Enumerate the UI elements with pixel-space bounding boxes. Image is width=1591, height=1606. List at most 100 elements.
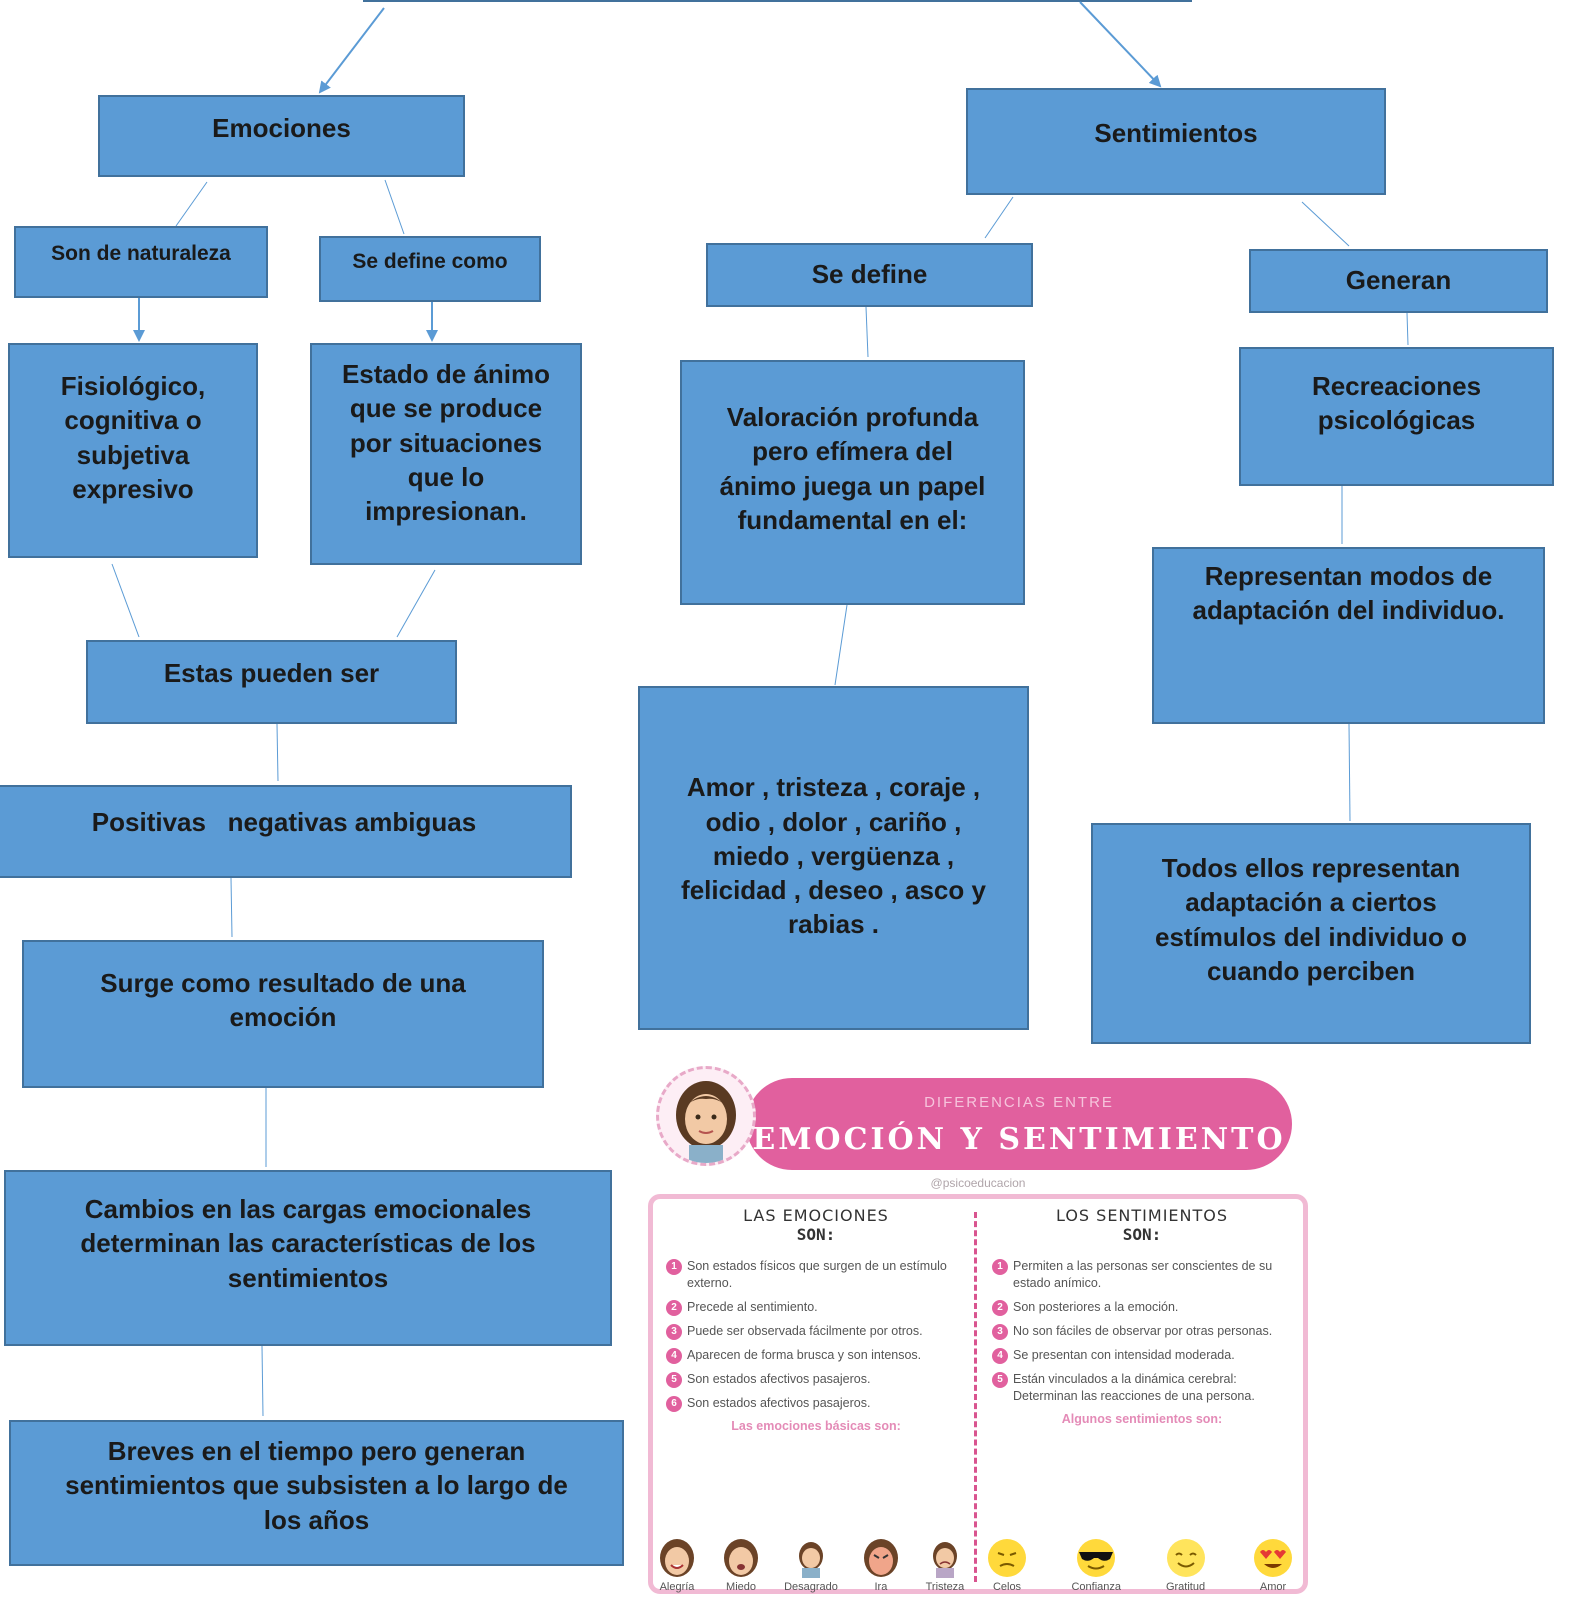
list-item-text: Precede al sentimiento. — [687, 1299, 818, 1314]
node-todos-line: estímulos del individuo o — [1154, 921, 1468, 952]
node-sentimientos: Sentimientos — [966, 88, 1386, 195]
link-valoracion-amor — [834, 604, 848, 686]
node-son-de-naturaleza-label: Son de naturaleza — [51, 242, 231, 265]
node-todos-ellos: Todos ellos representan adaptación a cie… — [1091, 823, 1531, 1044]
node-estado-line: impresionan. — [365, 496, 527, 527]
number-5-icon: 5 — [666, 1371, 682, 1388]
node-emociones-label: Emociones — [212, 113, 351, 143]
node-breves-line: los años — [263, 1504, 370, 1535]
emociones-basicas-heading: Las emociones básicas son: — [731, 1418, 901, 1433]
node-positivas-label: Positivas negativas ambiguas — [91, 807, 477, 837]
face-ira: Ira — [860, 1538, 902, 1593]
node-recreaciones-line: Recreaciones — [1311, 371, 1482, 401]
node-todos-line: Todos ellos representan — [1161, 853, 1461, 883]
face-desagrado: Desagrado — [784, 1538, 838, 1593]
sunglasses-emoji-icon — [1077, 1539, 1116, 1577]
node-positivas: Positivas negativas ambiguas — [0, 785, 572, 878]
jealous-emoji-icon — [988, 1539, 1026, 1577]
face-label: Celos — [992, 1581, 1022, 1593]
face-tristeza: Tristeza — [924, 1538, 966, 1593]
emotion-faces-row: Alegría Miedo Desagrado Ira Tristeza — [656, 1538, 966, 1593]
sad-face-icon — [932, 1542, 957, 1578]
number-1-icon: 1 — [992, 1259, 1008, 1275]
node-generan: Generan — [1249, 249, 1548, 313]
emoji-confianza: Confianza — [1071, 1538, 1121, 1593]
node-se-define-como: Se define como — [319, 236, 541, 302]
node-cambios-line: sentimientos — [227, 1262, 389, 1293]
link-sentimientos-sedefine — [984, 196, 1014, 239]
list-item: 3 Puede ser observada fácilmente por otro… — [666, 1323, 966, 1340]
node-surge-line: emoción — [229, 1002, 337, 1033]
node-cambios: Cambios en las cargas emocionales determ… — [4, 1170, 612, 1346]
face-label: Gratitud — [1165, 1581, 1206, 1593]
angry-face-icon — [863, 1539, 898, 1577]
list-item-text: Son estados afectivos pasajeros. — [687, 1395, 871, 1410]
face-alegria: Alegría — [656, 1538, 698, 1593]
list-item-text: Son estados físicos que surgen de un est… — [687, 1259, 947, 1290]
node-amor-line: Amor , tristeza , coraje , — [686, 772, 981, 803]
node-amor: Amor , tristeza , coraje , odio , dolor … — [638, 686, 1029, 1030]
avatar-icon — [656, 1066, 756, 1166]
node-amor-line: felicidad , deseo , asco y — [681, 875, 986, 906]
infographic-emocion-sentimiento: DIFERENCIAS ENTRE EMOCIÓN Y SENTIMIENTO … — [648, 1066, 1308, 1598]
node-estado-line: que lo — [407, 461, 485, 492]
emoji-gratitud: Gratitud — [1163, 1538, 1209, 1593]
node-amor-line: rabias . — [787, 909, 880, 940]
face-label: Tristeza — [925, 1581, 965, 1593]
infographic-subtitle: DIFERENCIAS ENTRE — [924, 1094, 1114, 1111]
node-valoracion-line: Valoración profunda — [726, 402, 979, 432]
link-positivas-surge — [230, 877, 233, 938]
face-label: Desagrado — [784, 1581, 838, 1593]
feeling-emojis-row: Celos Confianza Gratitud Amor — [984, 1538, 1296, 1593]
infographic-handle: @psicoeducacion — [930, 1176, 1026, 1190]
sentimientos-subheading: SON: — [1122, 1225, 1162, 1244]
node-son-de-naturaleza: Son de naturaleza — [14, 226, 268, 298]
fear-face-icon — [724, 1539, 759, 1577]
face-label: Ira — [874, 1581, 888, 1593]
node-fisiologico-line: expresivo — [72, 473, 194, 504]
list-item-text: Puede ser observada fácilmente por otros… — [687, 1323, 923, 1338]
node-sentimientos-label: Sentimientos — [1094, 118, 1258, 148]
node-se-define-como-label: Se define como — [352, 250, 508, 273]
node-fisiologico-line: Fisiológico, — [60, 371, 206, 401]
list-item: 1 Permiten a las personas ser conscientes… — [992, 1258, 1292, 1292]
happy-face-icon — [660, 1539, 694, 1577]
link-emociones-define — [384, 179, 405, 235]
node-fisiologico-line: subjetiva — [76, 439, 190, 470]
column-divider — [974, 1212, 977, 1582]
title-ribbon: DIFERENCIAS ENTRE EMOCIÓN Y SENTIMIENTO — [746, 1078, 1292, 1170]
number-2-icon: 2 — [992, 1299, 1008, 1316]
node-valoracion: Valoración profunda pero efímera del áni… — [680, 360, 1025, 605]
link-fisiologico-estas — [111, 563, 140, 638]
list-item-text: Están vinculados a la dinámica cerebral:… — [1013, 1371, 1255, 1403]
node-estas-pueden-ser: Estas pueden ser — [86, 640, 457, 724]
list-item-text: Permiten a las personas ser conscientes … — [1013, 1259, 1273, 1290]
node-generan-label: Generan — [1345, 265, 1452, 295]
number-4-icon: 4 — [666, 1347, 682, 1364]
node-surge: Surge como resultado de una emoción — [22, 940, 544, 1088]
smiling-emoji-icon — [1166, 1539, 1205, 1577]
node-breves-line: sentimientos que subsisten a lo largo de — [65, 1470, 568, 1501]
emoji-amor: Amor — [1250, 1538, 1296, 1593]
node-estado-de-animo: Estado de ánimo que se produce por situa… — [310, 343, 582, 565]
node-amor-line: miedo , vergüenza , — [712, 840, 955, 871]
list-item-text: Son posteriores a la emoción. — [1013, 1299, 1179, 1314]
number-3-icon: 3 — [666, 1323, 682, 1340]
node-breves-line: Breves en el tiempo pero generan — [107, 1436, 526, 1466]
number-5-icon: 5 — [992, 1371, 1008, 1388]
node-estado-line: por situaciones — [349, 427, 543, 458]
node-recreaciones: Recreaciones psicológicas — [1239, 347, 1554, 486]
node-emociones: Emociones — [98, 95, 465, 177]
link-cambios-breves — [261, 1345, 264, 1417]
sentimientos-ejemplos-heading: Algunos sentimientos son: — [1061, 1411, 1223, 1426]
sentimientos-heading: LOS SENTIMIENTOS — [1055, 1206, 1229, 1225]
node-estado-line: Estado de ánimo — [341, 359, 551, 389]
heart-eyes-emoji-icon — [1254, 1539, 1292, 1577]
link-sedefine-valoracion — [865, 306, 869, 358]
number-4-icon: 4 — [992, 1347, 1008, 1364]
node-fisiologico-line: cognitiva o — [64, 405, 202, 436]
